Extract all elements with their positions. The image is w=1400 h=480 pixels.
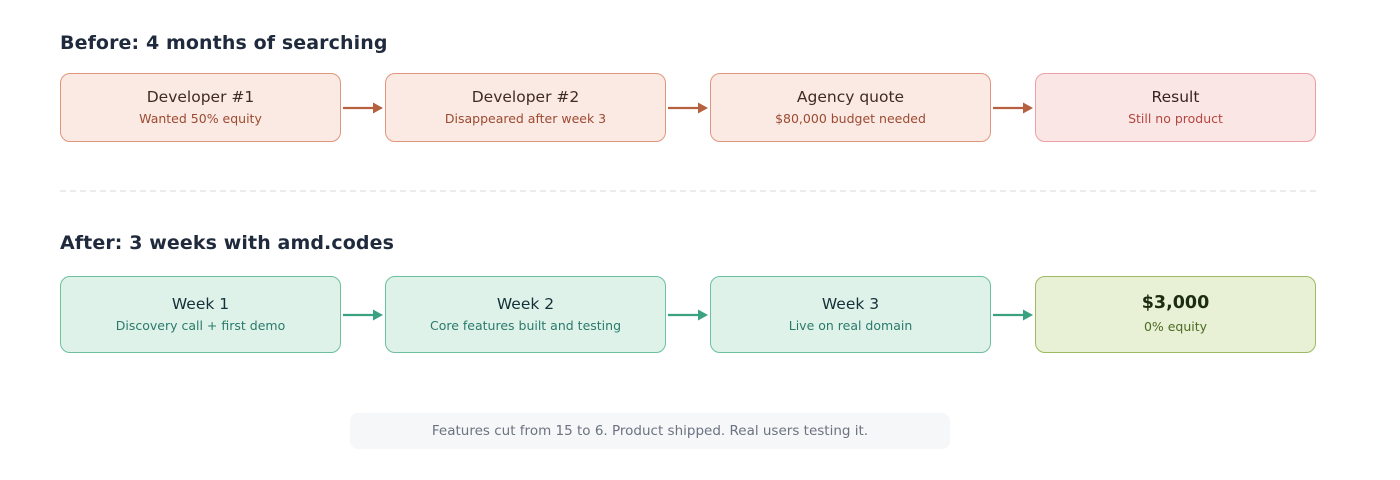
after-step-title-3: Week 3	[821, 294, 880, 313]
footer-note: Features cut from 15 to 6. Product shipp…	[350, 413, 950, 449]
after-arrow-connector-3	[991, 276, 1035, 353]
after-flow-row: Week 1 Discovery call + first demo Week …	[60, 276, 1316, 353]
after-step-subtitle-2: Core features built and testing	[429, 317, 622, 333]
before-result-card: Result Still no product	[1035, 73, 1316, 142]
after-result-price: $3,000	[1141, 293, 1210, 314]
after-step-subtitle-1: Discovery call + first demo	[115, 317, 286, 333]
before-step-card-2: Developer #2 Disappeared after week 3	[385, 73, 666, 142]
before-step-subtitle-2: Disappeared after week 3	[444, 110, 607, 126]
after-step-card-1: Week 1 Discovery call + first demo	[60, 276, 341, 353]
before-result-title: Result	[1151, 87, 1200, 106]
before-step-title-2: Developer #2	[471, 87, 580, 106]
before-arrow-connector-3	[991, 73, 1035, 142]
before-step-title-3: Agency quote	[796, 87, 905, 106]
after-step-title-1: Week 1	[171, 294, 230, 313]
after-step-card-2: Week 2 Core features built and testing	[385, 276, 666, 353]
after-result-subtitle: 0% equity	[1143, 318, 1208, 334]
after-step-subtitle-3: Live on real domain	[788, 317, 913, 333]
before-step-subtitle-1: Wanted 50% equity	[139, 110, 262, 126]
footer-note-text: Features cut from 15 to 6. Product shipp…	[431, 423, 869, 439]
before-arrow-connector-1	[341, 73, 385, 142]
section-divider	[60, 190, 1316, 192]
after-section-title: After: 3 weeks with amd.codes	[60, 232, 394, 254]
before-section-title: Before: 4 months of searching	[60, 32, 388, 54]
before-step-title-1: Developer #1	[146, 87, 255, 106]
after-step-title-2: Week 2	[496, 294, 555, 313]
after-arrow-connector-1	[341, 276, 385, 353]
before-step-card-1: Developer #1 Wanted 50% equity	[60, 73, 341, 142]
before-flow-row: Developer #1 Wanted 50% equity Developer…	[60, 73, 1316, 142]
after-arrow-connector-2	[666, 276, 710, 353]
before-result-subtitle: Still no product	[1128, 110, 1223, 126]
before-step-subtitle-3: $80,000 budget needed	[775, 110, 926, 126]
before-step-card-3: Agency quote $80,000 budget needed	[710, 73, 991, 142]
before-arrow-connector-2	[666, 73, 710, 142]
after-step-card-3: Week 3 Live on real domain	[710, 276, 991, 353]
after-result-card: $3,000 0% equity	[1035, 276, 1316, 353]
